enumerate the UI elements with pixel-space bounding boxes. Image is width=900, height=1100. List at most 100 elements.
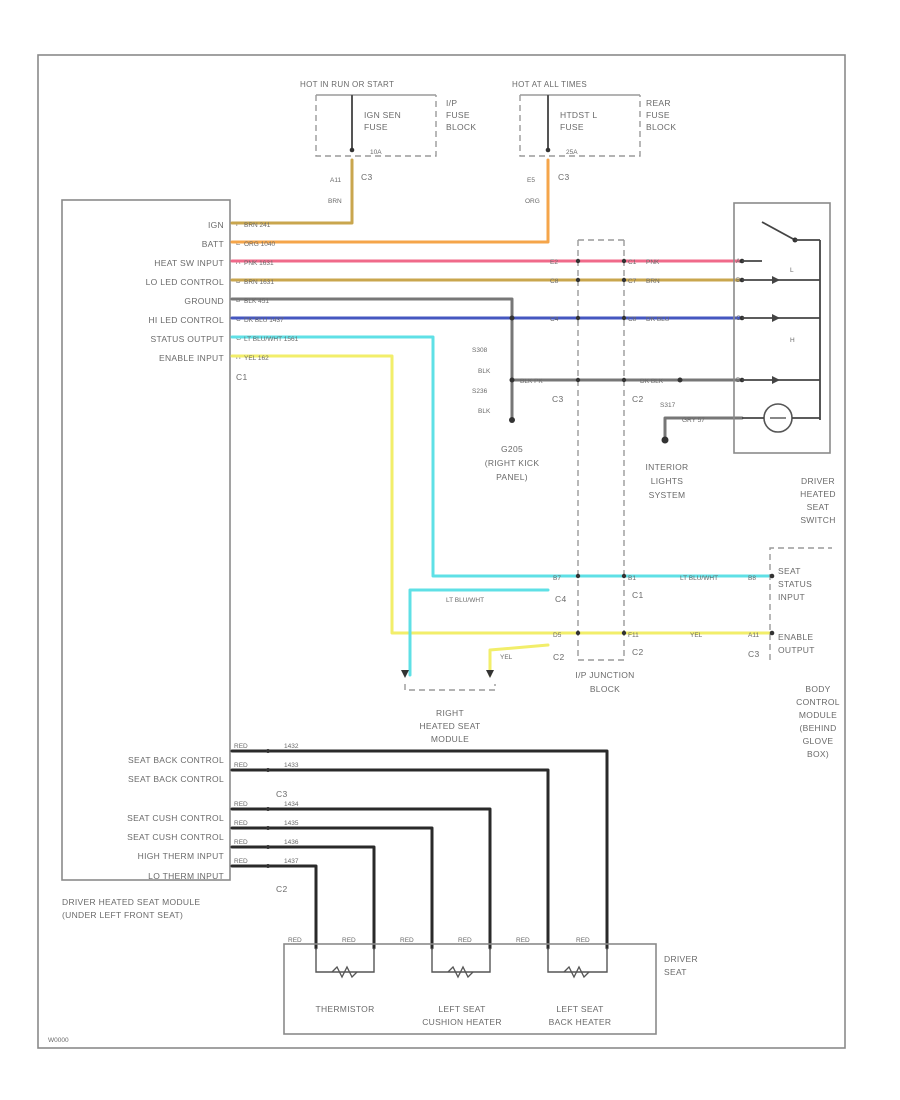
bcm-status-wire: LT BLU/WHT xyxy=(680,575,718,582)
wire-label-brn: BRN 1631 xyxy=(244,279,274,286)
sw-hi-label: H xyxy=(790,337,795,344)
sw-name-1: DRIVER xyxy=(801,476,835,486)
lw-label-6: 1437 xyxy=(284,858,299,865)
ip-fuse-block-label-2: FUSE xyxy=(446,110,470,120)
sw-pin-d: D xyxy=(736,377,741,384)
jb-c3-pin-3: C4 xyxy=(550,316,559,323)
wire-label-ign: BRN 241 xyxy=(244,222,271,229)
jb-yel-right-conn: C2 xyxy=(632,647,643,657)
ip-fuse-name-2: FUSE xyxy=(364,122,388,132)
rear-fuse-block-label-3: BLOCK xyxy=(646,122,676,132)
bcm-name-5: GLOVE xyxy=(803,736,834,746)
jb-c3-pin-1: E2 xyxy=(550,259,558,266)
dm-label-enable: ENABLE INPUT xyxy=(159,353,224,363)
bcm-name-6: BOX) xyxy=(807,749,829,759)
rhs-name-3: MODULE xyxy=(431,734,469,744)
rear-fuse-block: HOT AT ALL TIMES HTDST L FUSE 25A REAR F… xyxy=(512,80,676,205)
ds-wire-5: RED xyxy=(516,937,530,944)
rear-fuse-block-label-1: REAR xyxy=(646,98,671,108)
body-control-module: LT BLU/WHT B8 SEAT STATUS INPUT YEL A11 … xyxy=(680,547,840,759)
ds-back-1: LEFT SEAT xyxy=(556,1004,603,1014)
lw-prefix-1: RED xyxy=(234,743,248,750)
lw-prefix-2: RED xyxy=(234,762,248,769)
rear-fuse-name-2: FUSE xyxy=(560,122,584,132)
ds-cush-1: LEFT SEAT xyxy=(438,1004,485,1014)
bcm-status-pin: B8 xyxy=(748,575,756,582)
sw-pin-c: C xyxy=(736,315,741,322)
dm-label-status: STATUS OUTPUT xyxy=(151,334,224,344)
dm-name-2: (UNDER LEFT FRONT SEAT) xyxy=(62,910,183,920)
dm-label-batt: BATT xyxy=(202,239,224,249)
bcm-status-1: SEAT xyxy=(778,566,801,576)
bcm-enable-2: OUTPUT xyxy=(778,645,815,655)
bcm-conn: C3 xyxy=(748,649,759,659)
dm-label-seat-back-1: SEAT BACK CONTROL xyxy=(128,755,224,765)
jb-c1-pin: B1 xyxy=(628,575,636,582)
wire-label-batt: ORG 1040 xyxy=(244,241,275,248)
interior-wire: GRY 57 xyxy=(682,417,705,424)
driver-seat: RED RED RED RED RED RED THERMISTOR LEFT … xyxy=(283,937,698,1035)
jb-name-1: I/P JUNCTION xyxy=(575,670,634,680)
bcm-enable-wire: YEL xyxy=(690,632,703,639)
ds-wire-1: RED xyxy=(288,937,302,944)
dm-label-ign: IGN xyxy=(208,220,224,230)
ip-junction-block: E2 C8 C4 BLK PK C3 C1 C7 C8 C2 PNK BRN D… xyxy=(520,239,670,694)
interior-name-3: SYSTEM xyxy=(649,490,686,500)
driver-module: IGN BATT HEAT SW INPUT LO LED CONTROL GR… xyxy=(61,199,287,920)
dm-lower-b-conn: C2 xyxy=(276,884,287,894)
dm-lower-a-conn: C3 xyxy=(276,789,287,799)
jb-mid-wire-2: BRN xyxy=(646,278,660,285)
dm-label-seat-back-2: SEAT BACK CONTROL xyxy=(128,774,224,784)
wire-label-blk: BLK 451 xyxy=(244,298,269,305)
rhs-name-1: RIGHT xyxy=(436,708,464,718)
ds-back-2: BACK HEATER xyxy=(549,1017,612,1027)
upper-wires xyxy=(230,158,774,677)
interior-name-2: LIGHTS xyxy=(651,476,684,486)
bcm-name-4: (BEHIND xyxy=(799,723,836,733)
wire-label-dkblu: DK BLU 1437 xyxy=(244,317,284,324)
ip-fuse-block-label-3: BLOCK xyxy=(446,122,476,132)
rhs-yel-wire: YEL xyxy=(500,654,513,661)
jb-c4-pin: B7 xyxy=(553,575,561,582)
diagram-frame xyxy=(37,54,846,1049)
rear-fuse-block-label-2: FUSE xyxy=(646,110,670,120)
wire-ign xyxy=(230,158,354,225)
interior-splice: S317 xyxy=(660,402,676,409)
bcm-name-3: MODULE xyxy=(799,710,837,720)
lw-prefix-4: RED xyxy=(234,820,248,827)
ground-id: G205 xyxy=(501,444,523,454)
rhs-name-2: HEATED SEAT xyxy=(419,721,480,731)
lw-label-4: 1435 xyxy=(284,820,299,827)
dm-label-ground: GROUND xyxy=(184,296,224,306)
sw-lo-label: L xyxy=(790,267,794,274)
sw-name-3: SEAT xyxy=(807,502,830,512)
dm-label-lo-led: LO LED CONTROL xyxy=(146,277,224,287)
dm-label-seat-cush-2: SEAT CUSH CONTROL xyxy=(127,832,224,842)
jb-yel-conn: C2 xyxy=(553,652,564,662)
interior-lights: S317 GRY 57 INTERIOR LIGHTS SYSTEM xyxy=(645,377,744,500)
sw-name-4: SWITCH xyxy=(800,515,835,525)
splice-s1: S308 xyxy=(472,347,488,354)
ip-fuse-block: HOT IN RUN OR START IGN SEN FUSE 10A I/P… xyxy=(300,80,476,205)
wire-batt xyxy=(230,158,550,244)
sw-name-2: HEATED xyxy=(800,489,836,499)
jb-gnd-wire: DK BLK xyxy=(640,378,664,385)
rear-fuse-wire-code: ORG xyxy=(525,198,540,205)
rear-fuse-terminal: 25A xyxy=(566,149,578,156)
sw-pin-a: A xyxy=(736,258,741,265)
jb-c3-pin-4: BLK PK xyxy=(520,378,543,385)
lw-label-5: 1436 xyxy=(284,839,299,846)
wire-status xyxy=(230,335,774,578)
jb-mid-wire-1: PNK xyxy=(646,259,660,266)
jb-yel-pin: D5 xyxy=(553,632,562,639)
ip-fuse-terminal: 10A xyxy=(370,149,382,156)
lw-label-1: 1432 xyxy=(284,743,299,750)
lw-prefix-3: RED xyxy=(234,801,248,808)
ip-fuse-block-label-1: I/P xyxy=(446,98,457,108)
seat-switch: A B C D L H DRIVER HEATED SEAT SWITCH xyxy=(733,202,836,525)
jb-c2-pin-1: C1 xyxy=(628,259,637,266)
dm-name-1: DRIVER HEATED SEAT MODULE xyxy=(62,897,200,907)
wire-status-branch xyxy=(408,588,550,677)
sw-pin-b: B xyxy=(736,277,740,284)
